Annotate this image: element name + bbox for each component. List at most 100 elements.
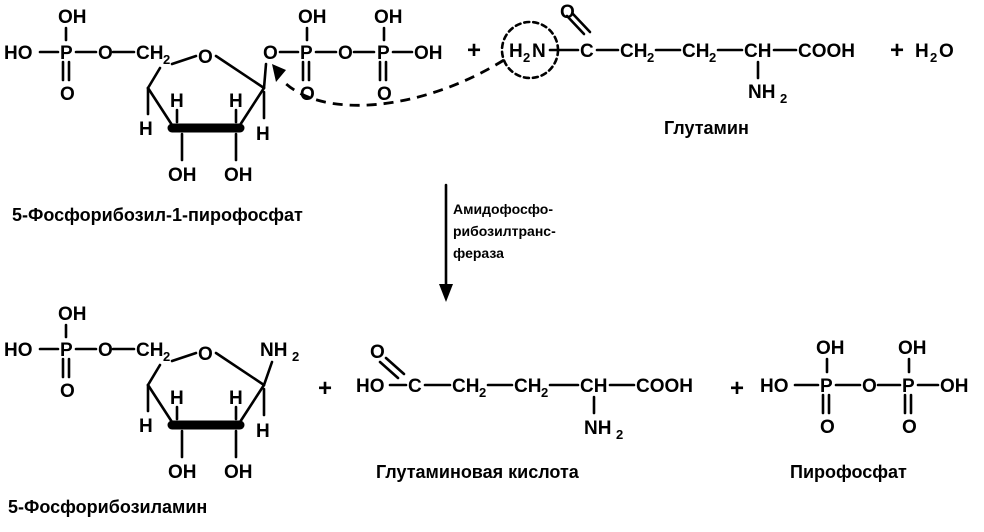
atom-oh: OH [298,7,327,28]
atom-p: P [902,376,915,397]
plus-sign: + [467,37,481,64]
plus-sign: + [730,375,744,402]
atom-cooh: COOH [798,41,855,62]
atom-o: O [263,43,278,64]
atom-o: O [939,41,954,62]
atom-nh: NH [748,82,775,103]
pyrophosphate-molecule: HO P OH O O P OH O OH [760,338,969,438]
bond [378,360,400,380]
bond [146,86,174,127]
enzyme-label-line3: фераза [453,245,504,261]
atom-ch2: CH [620,41,647,62]
atom-ch2: CH [136,340,163,361]
atom-o: O [98,340,113,361]
atom-ch: CH [580,376,607,397]
atom-nh: NH [584,418,611,439]
atom-subscript: 2 [780,91,787,106]
atom-h: H [256,124,270,145]
atom-subscript: 2 [930,50,937,65]
atom-o: O [98,43,113,64]
prpp-molecule: OH HO P O O CH 2 O H H H H OH OH O [4,7,443,186]
atom-ho: HO [760,376,789,397]
atom-o: O [300,84,315,105]
atom-oh: OH [940,376,969,397]
atom-ho: HO [356,376,385,397]
glutamine-molecule: H 2 N C O CH 2 CH 2 CH COOH NH 2 [500,2,855,106]
atom-subscript: 2 [292,349,299,364]
atom-oh: OH [58,7,87,28]
bond [565,14,586,36]
enzyme-label-line1: Амидофосфо- [453,201,553,217]
atom-p: P [60,43,73,64]
atom-subscript: 2 [616,427,623,442]
atom-ring-o: O [198,344,213,365]
atom-c: C [580,41,594,62]
atom-h: H [229,388,243,409]
caption-glutamine: Глутамин [664,118,749,138]
atom-cooh: COOH [636,376,693,397]
caption-glutamic-acid: Глутаминовая кислота [376,462,580,482]
nucleophilic-attack-arrow [280,58,505,107]
atom-c: C [408,376,422,397]
atom-o: O [377,84,392,105]
atom-p: P [820,376,833,397]
atom-h: H [509,41,523,62]
caption-pra: 5-Фосфорибозиламин [8,497,207,517]
bond [146,363,162,387]
bond [238,383,266,424]
atom-o: O [60,84,75,105]
atom-h: H [256,421,270,442]
pra-molecule: OH HO P O O CH 2 O H H H H OH OH NH 2 [4,304,299,483]
atom-o: O [338,43,353,64]
enzyme-label-line2: рибозилтранс- [453,223,556,239]
atom-subscript: 2 [541,385,548,400]
atom-p: P [377,43,390,64]
bond [262,360,274,387]
atom-subscript: 2 [163,52,170,67]
atom-h: H [170,388,184,409]
atom-oh: OH [168,165,197,186]
atom-n: N [532,41,546,62]
atom-subscript: 2 [163,349,170,364]
bond [384,356,406,376]
atom-subscript: 2 [647,50,654,65]
bond [238,86,266,127]
atom-nh: NH [260,340,287,361]
atom-o: O [820,417,835,438]
water-molecule: H 2 O [915,41,954,65]
atom-h: H [139,119,153,140]
atom-o: O [862,376,877,397]
bond [262,62,268,90]
atom-oh: OH [224,462,253,483]
atom-h: H [139,416,153,437]
atom-oh: OH [58,304,87,325]
atom-oh: OH [168,462,197,483]
bond [214,54,266,90]
bond [170,54,198,66]
atom-h: H [915,41,929,62]
atom-ho: HO [4,340,33,361]
atom-o: O [370,342,385,363]
atom-subscript: 2 [709,50,716,65]
atom-ho: HO [4,43,33,64]
attack-arrowhead [272,64,286,82]
bond [170,351,198,363]
atom-h: H [229,91,243,112]
atom-ch: CH [744,41,771,62]
atom-p: P [300,43,313,64]
bond [571,12,592,34]
reaction-arrowhead [439,284,453,302]
atom-oh: OH [816,338,845,359]
caption-pyrophosphate: Пирофосфат [790,462,907,482]
atom-p: P [60,340,73,361]
atom-oh: OH [374,7,403,28]
atom-ch2: CH [682,41,709,62]
atom-o: O [60,381,75,402]
atom-oh: OH [898,338,927,359]
atom-ring-o: O [198,47,213,68]
plus-sign: + [890,37,904,64]
atom-subscript: 2 [523,50,530,65]
bond [214,351,266,387]
atom-o: O [902,417,917,438]
